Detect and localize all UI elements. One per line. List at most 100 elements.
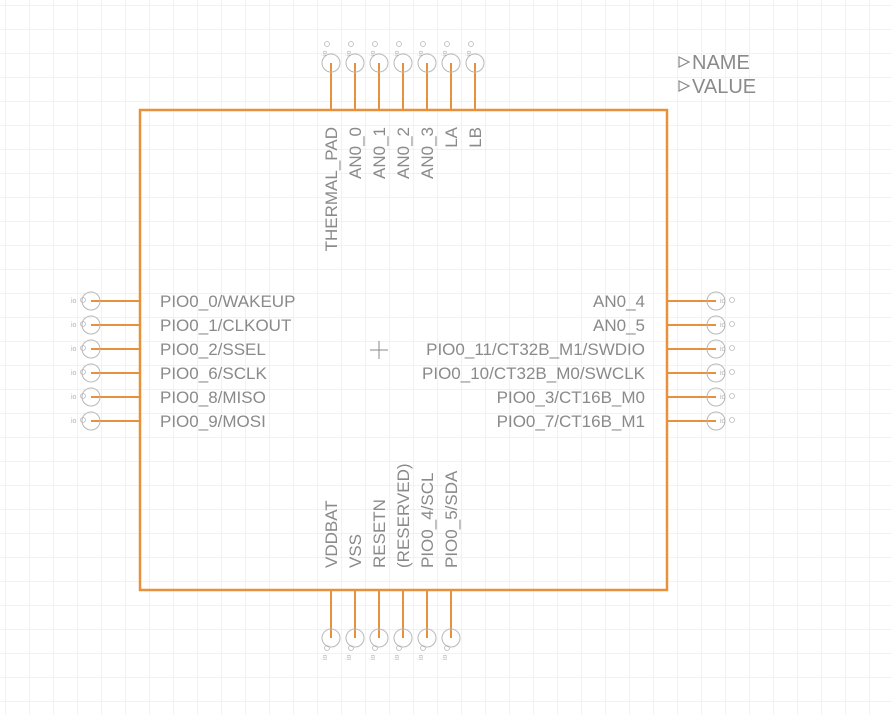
pin-direction-marker: io (720, 322, 726, 329)
pin-number-dot (80, 393, 86, 399)
name-attribute[interactable]: NAME (678, 52, 750, 74)
pins-layer: ioTHERMAL_PADioAN0_0ioAN0_1ioAN0_2ioAN0_… (71, 41, 735, 660)
pin-endpoint-circle[interactable] (706, 291, 726, 311)
pin-endpoint-circle[interactable] (321, 53, 341, 73)
pin-label: AN0_2 (394, 127, 413, 179)
pin-label: RESETN (370, 499, 389, 568)
pin-label: PIO0_4/SCL (418, 473, 437, 568)
pin-number-dot (444, 645, 450, 651)
pin-label: VSS (346, 534, 365, 568)
pin-endpoint-circle[interactable] (417, 53, 437, 73)
pin-direction-marker: io (720, 346, 726, 353)
pin-number-dot (729, 393, 735, 399)
pin-label: VDDBAT (322, 500, 341, 568)
pin-number-dot (729, 369, 735, 375)
pin-direction-marker: io (466, 50, 473, 56)
pin-endpoint-circle[interactable] (81, 291, 101, 311)
right-pin[interactable]: io AN0_4 (593, 291, 735, 311)
pin-number-dot (80, 369, 86, 375)
pin-endpoint-circle[interactable] (81, 315, 101, 335)
pin-direction-marker: io (442, 654, 449, 660)
origin-cross-icon (370, 341, 388, 359)
pin-number-dot (396, 41, 402, 47)
right-pin[interactable]: io PIO0_11/CT32B_M1/SWDIO (426, 339, 735, 359)
pin-endpoint-circle[interactable] (706, 363, 726, 383)
pin-endpoint-circle[interactable] (465, 53, 485, 73)
value-attribute[interactable]: VALUE (678, 76, 756, 98)
pin-number-dot (80, 297, 86, 303)
pin-endpoint-circle[interactable] (81, 363, 101, 383)
bottom-pin[interactable]: io PIO0_4/SCL (417, 473, 437, 660)
left-pin[interactable]: io PIO0_0/WAKEUP (71, 291, 295, 311)
pin-label: PIO0_6/SCLK (160, 364, 267, 383)
pin-endpoint-circle[interactable] (345, 628, 365, 648)
pin-number-dot (80, 417, 86, 423)
pin-endpoint-circle[interactable] (369, 628, 389, 648)
bottom-pin[interactable]: io VSS (345, 534, 365, 660)
pin-label: LA (442, 126, 461, 147)
pin-endpoint-circle[interactable] (369, 53, 389, 73)
pin-endpoint-circle[interactable] (393, 53, 413, 73)
pin-endpoint-circle[interactable] (393, 628, 413, 648)
pin-endpoint-circle[interactable] (321, 628, 341, 648)
pin-endpoint-circle[interactable] (417, 628, 437, 648)
pin-direction-marker: io (720, 394, 726, 401)
pin-number-dot (80, 321, 86, 327)
pin-endpoint-circle[interactable] (441, 628, 461, 648)
pin-direction-marker: io (394, 654, 401, 660)
pin-number-dot (372, 645, 378, 651)
pin-number-dot (348, 41, 354, 47)
pin-direction-marker: io (71, 346, 77, 353)
pin-endpoint-circle[interactable] (706, 387, 726, 407)
pin-endpoint-circle[interactable] (706, 315, 726, 335)
pin-label: AN0_4 (593, 292, 645, 311)
pin-endpoint-circle[interactable] (441, 53, 461, 73)
pin-endpoint-circle[interactable] (706, 339, 726, 359)
pin-label: (RESERVED) (394, 463, 413, 568)
pin-direction-marker: io (71, 418, 77, 425)
pin-endpoint-circle[interactable] (345, 53, 365, 73)
pin-direction-marker: io (71, 298, 77, 305)
pin-label: PIO0_8/MISO (160, 388, 266, 407)
pin-direction-marker: io (322, 50, 329, 56)
pin-direction-marker: io (394, 50, 401, 56)
pin-endpoint-circle[interactable] (81, 339, 101, 359)
pin-number-dot (372, 41, 378, 47)
attribute-arrow-icon (678, 56, 691, 68)
pin-label: PIO0_11/CT32B_M1/SWDIO (426, 340, 645, 359)
pin-endpoint-circle[interactable] (81, 411, 101, 431)
bottom-pin[interactable]: io (RESERVED) (393, 463, 413, 660)
pin-direction-marker: io (720, 298, 726, 305)
pin-label: AN0_1 (370, 127, 389, 179)
pin-direction-marker: io (418, 654, 425, 660)
pin-endpoint-circle[interactable] (81, 387, 101, 407)
pin-endpoint-circle[interactable] (706, 411, 726, 431)
pin-label: THERMAL_PAD (322, 127, 341, 251)
name-attribute-label: NAME (692, 52, 750, 74)
pin-label: PIO0_0/WAKEUP (160, 292, 295, 311)
pin-number-dot (729, 297, 735, 303)
pin-number-dot (420, 41, 426, 47)
pin-direction-marker: io (346, 654, 353, 660)
pin-direction-marker: io (418, 50, 425, 56)
